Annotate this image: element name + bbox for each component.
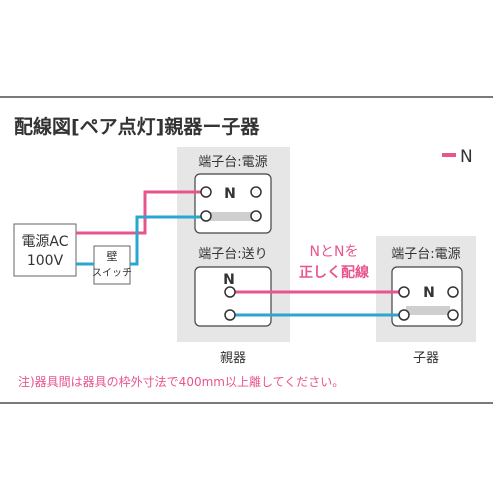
terminal-screw	[398, 286, 410, 298]
diagram-frame	[0, 96, 493, 404]
parent-power-terminal-block	[194, 173, 272, 234]
diagram-title: 配線図[ペア点灯]親器ー子器	[14, 115, 260, 138]
annotation-line-2: 正しく配線	[299, 264, 369, 281]
parent-device-label: 親器	[220, 351, 246, 366]
parent-send-n-label: N	[223, 272, 235, 288]
blue-wire-switch-to-parent	[130, 215, 205, 266]
terminal-screw	[447, 286, 459, 298]
power-source-box	[13, 223, 77, 277]
terminal-screw	[200, 210, 212, 222]
power-source-label-1: 電源AC	[21, 234, 68, 250]
parent-power-n-label: N	[224, 186, 236, 202]
child-power-terminal-bar	[406, 306, 450, 315]
parent-power-terminal-label: 端子台:電源	[198, 155, 267, 170]
installation-note: 注)器具間は器具の枠外寸法で400mm以上離してください。	[18, 374, 344, 389]
pink-wire-power-to-parent	[76, 190, 205, 235]
terminal-screw	[447, 309, 459, 321]
terminal-screw	[224, 309, 236, 321]
terminal-screw	[200, 186, 212, 198]
wall-switch-label-1: 壁	[107, 249, 118, 263]
wall-switch-box	[93, 245, 131, 285]
annotation-line-1: NとNを	[310, 244, 359, 260]
power-source-label-2: 100V	[27, 253, 64, 269]
child-power-terminal-label: 端子台:電源	[391, 247, 460, 262]
wall-switch-label-2: スイッチ	[92, 267, 132, 279]
child-power-n-label: N	[423, 285, 435, 301]
parent-send-terminal-label: 端子台:送り	[198, 247, 267, 262]
terminal-screw	[224, 286, 236, 298]
legend-label: N	[460, 147, 473, 167]
parent-power-terminal-bar	[210, 212, 257, 221]
child-device-label: 子器	[413, 351, 439, 366]
terminal-screw	[250, 186, 262, 198]
terminal-screw	[398, 309, 410, 321]
terminal-screw	[250, 210, 262, 222]
